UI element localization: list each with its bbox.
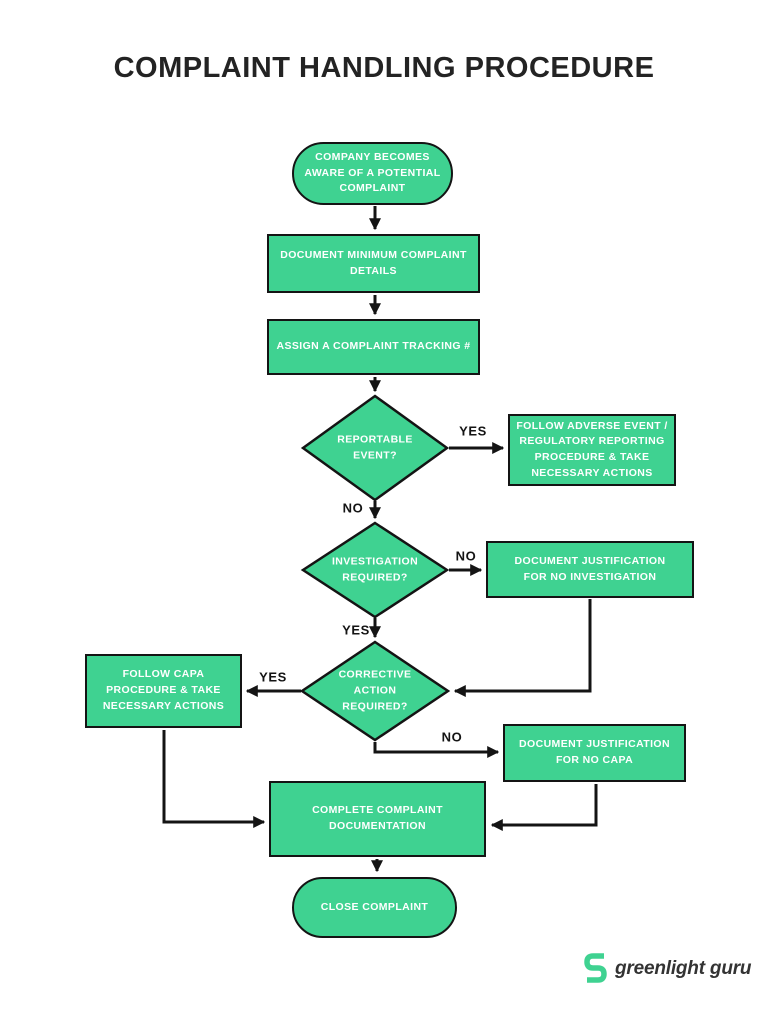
connector-corrective-no-to-nocapa bbox=[373, 742, 500, 758]
greenlight-guru-logo: greenlight guru bbox=[583, 951, 752, 987]
node-capa-procedure: FOLLOW CAPA PROCEDURE & TAKE NECESSARY A… bbox=[85, 654, 242, 728]
node-close-complaint-terminator: CLOSE COMPLAINT bbox=[292, 877, 457, 938]
greenlight-guru-logo-text: greenlight guru bbox=[615, 958, 752, 979]
edge-label-reportable-yes: YES bbox=[459, 423, 487, 439]
node-no-investigation-justification: DOCUMENT JUSTIFICATION FOR NO INVESTIGAT… bbox=[486, 541, 694, 598]
page-title: COMPLAINT HANDLING PROCEDURE bbox=[113, 52, 655, 84]
decision-corrective-action-shape bbox=[299, 640, 451, 742]
edge-label-corrective-yes: YES bbox=[259, 669, 287, 685]
decision-investigation-required-label: INVESTIGATION REQUIRED? bbox=[331, 555, 419, 583]
decision-reportable-event-shape bbox=[300, 394, 450, 502]
connector-justification-to-corrective bbox=[453, 599, 592, 697]
connector-nocapa-to-complete bbox=[490, 784, 598, 831]
node-complete-documentation: COMPLETE COMPLAINT DOCUMENTATION bbox=[269, 781, 486, 857]
decision-corrective-action-label: CORRECTIVE ACTION REQUIRED? bbox=[338, 668, 412, 712]
edge-label-investigation-no: NO bbox=[455, 548, 477, 564]
node-no-capa-justification: DOCUMENT JUSTIFICATION FOR NO CAPA bbox=[503, 724, 686, 782]
decision-reportable-event-label: REPORTABLE EVENT? bbox=[337, 433, 413, 461]
node-start-terminator: COMPANY BECOMES AWARE OF A POTENTIAL COM… bbox=[292, 142, 453, 205]
greenlight-g-icon bbox=[584, 953, 607, 983]
edge-label-reportable-no: NO bbox=[342, 500, 364, 516]
node-assign-tracking-number: ASSIGN A COMPLAINT TRACKING # bbox=[267, 319, 480, 375]
edge-label-investigation-yes: YES bbox=[342, 622, 370, 638]
connector-capa-to-complete bbox=[162, 730, 266, 828]
node-document-minimum-details: DOCUMENT MINIMUM COMPLAINT DETAILS bbox=[267, 234, 480, 293]
edge-label-corrective-no: NO bbox=[441, 729, 463, 745]
node-adverse-event-procedure: FOLLOW ADVERSE EVENT / REGULATORY REPORT… bbox=[508, 414, 676, 486]
decision-investigation-required-shape bbox=[300, 521, 450, 619]
